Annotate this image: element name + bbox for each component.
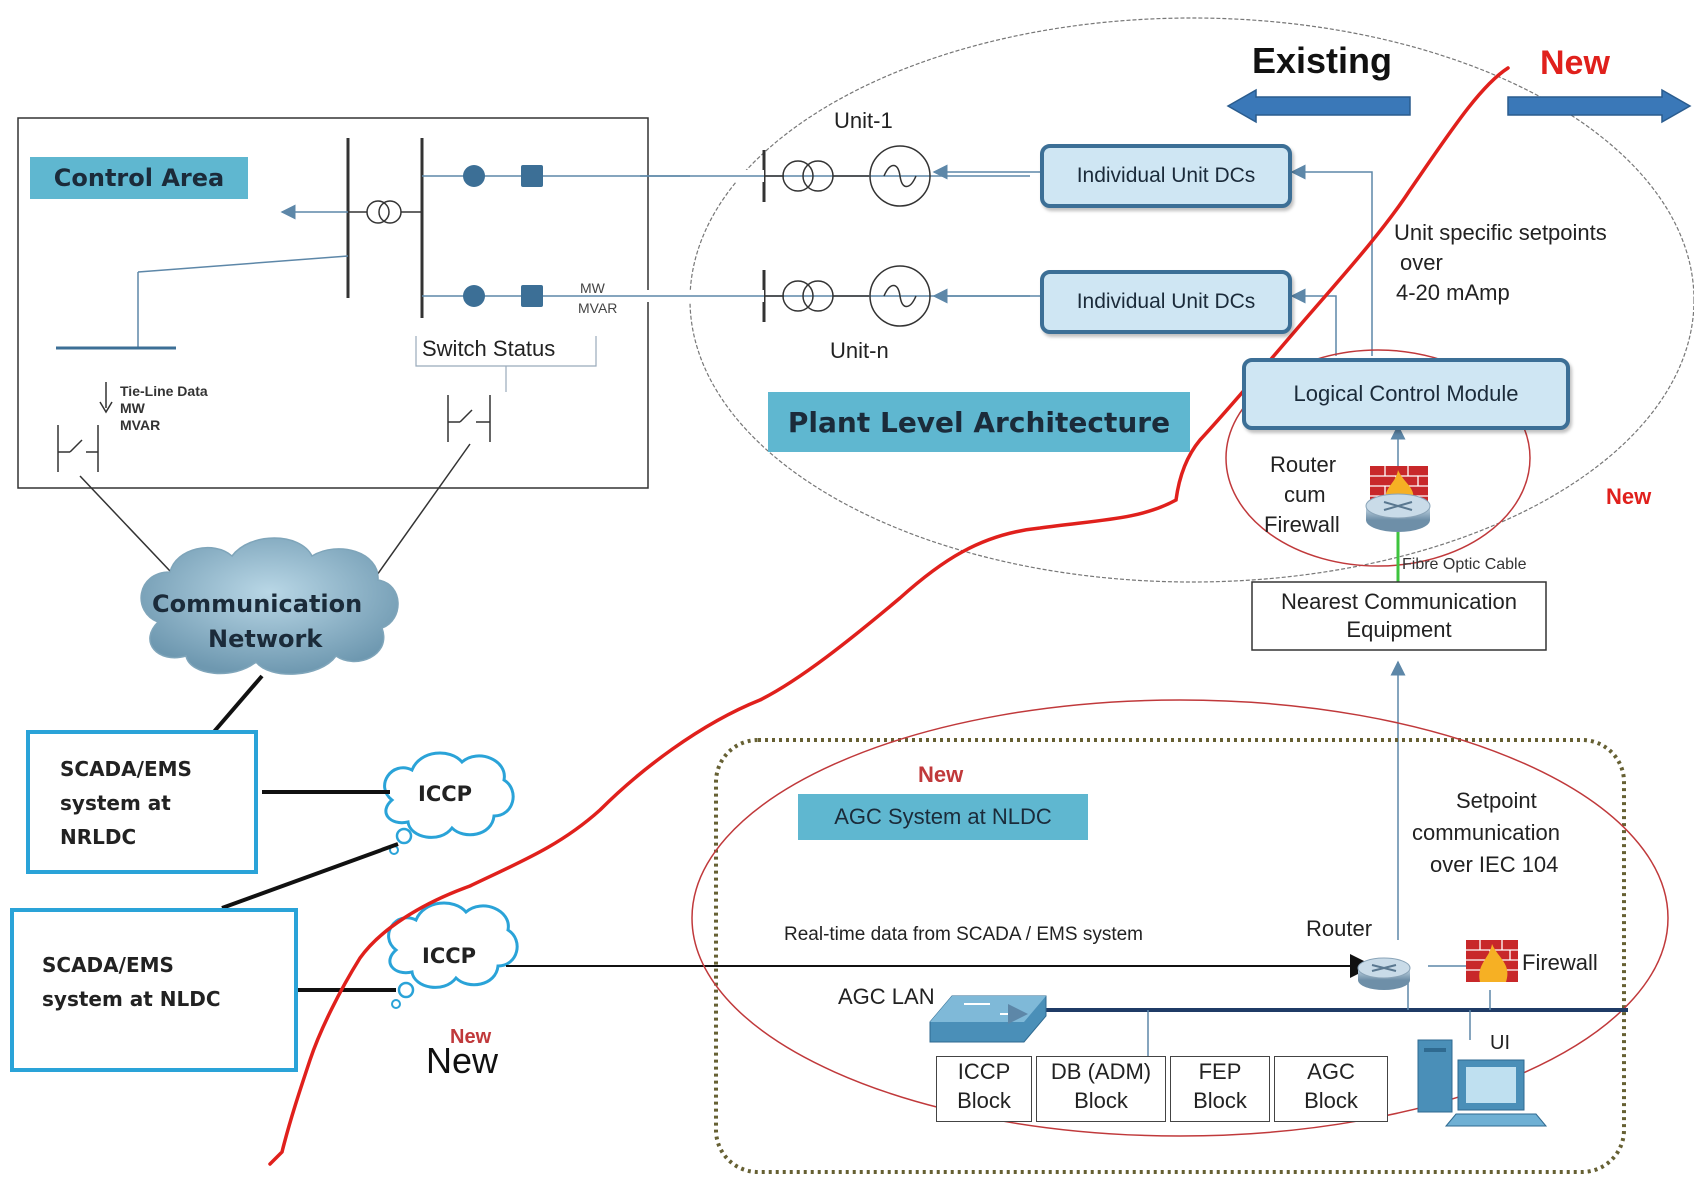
setpoint-comm-line3: over IEC 104 (1430, 852, 1559, 877)
mw-label: MW (580, 280, 605, 296)
router-icon (1357, 957, 1411, 990)
comm-equipment-line1: Nearest Communication (1281, 589, 1517, 614)
fibre-optic-label: Fibre Optic Cable (1402, 556, 1527, 573)
logical-control-module-box: Logical Control Module (1242, 358, 1570, 430)
scada-nldc-line2: system at NLDC (42, 987, 221, 1011)
iccp-label-nldc: ICCP (422, 944, 477, 968)
db-adm-block-top: DB (ADM) (1050, 1059, 1152, 1084)
scada-nrldc-box: SCADA/EMS system at NRLDC (26, 730, 258, 874)
db-adm-block-bottom: Block (1074, 1088, 1128, 1113)
existing-label: Existing (1252, 40, 1393, 81)
fep-block-bottom: Block (1193, 1088, 1247, 1113)
communication-network-label-1: Communication (152, 590, 363, 618)
router-firewall-line2: cum (1284, 482, 1326, 507)
agc-firewall-label: Firewall (1522, 950, 1598, 975)
setpoints-line1: Unit specific setpoints (1394, 220, 1607, 245)
lan-switch-icon (929, 996, 1046, 1043)
plant-level-title: Plant Level Architecture (768, 392, 1190, 452)
dcs-unitn-box: Individual Unit DCs (1040, 270, 1292, 334)
cloud-icon (140, 537, 399, 675)
scada-nrldc-line2: system at (60, 791, 171, 815)
setpoints-line2: over (1400, 250, 1443, 275)
ui-label: UI (1490, 1032, 1510, 1054)
iccp-block: ICCP Block (936, 1056, 1032, 1122)
comm-equipment-line2: Equipment (1346, 617, 1452, 642)
unit1-label: Unit-1 (834, 108, 893, 133)
scada-nldc-box: SCADA/EMS system at NLDC (10, 908, 298, 1072)
switch-icon (57, 425, 99, 472)
setpoint-comm-line2: communication (1412, 820, 1560, 845)
realtime-data-label: Real-time data from SCADA / EMS system (784, 924, 1143, 945)
agc-new-label: New (918, 762, 964, 787)
scada-nrldc-line1: SCADA/EMS (60, 757, 192, 781)
iccp-block-bottom: Block (957, 1088, 1011, 1113)
separation-curve (268, 66, 1510, 1166)
agc-router-label: Router (1306, 916, 1373, 941)
setpoint-comm-line1: Setpoint (1456, 788, 1537, 813)
iccp-block-top: ICCP (957, 1059, 1011, 1084)
router-icon (1365, 493, 1431, 532)
dcs-unit1-box: Individual Unit DCs (1040, 144, 1292, 208)
right-arrow-icon (1507, 88, 1692, 124)
tie-line-data-line2: MW (120, 400, 145, 416)
agc-block: AGC Block (1274, 1056, 1388, 1122)
tie-line-data-line3: MVAR (120, 417, 161, 433)
workstation-icon (1417, 1039, 1548, 1127)
tie-line-data-line1: Tie-Line Data (120, 383, 208, 399)
iccp-label-nrldc: ICCP (418, 782, 473, 806)
setpoints-line3: 4-20 mAmp (1396, 280, 1510, 305)
fep-block-top: FEP (1198, 1059, 1242, 1084)
scada-nldc-line1: SCADA/EMS (42, 953, 174, 977)
iccp-new-small-label: New (450, 1026, 492, 1048)
db-adm-block: DB (ADM) Block (1036, 1056, 1166, 1122)
new-header-label: New (1540, 44, 1610, 82)
scada-nrldc-line3: NRLDC (60, 825, 137, 849)
communication-network-label-2: Network (208, 625, 323, 653)
iccp-cloud-icon-nldc (387, 901, 519, 1009)
switch-status-label: Switch Status (422, 336, 556, 361)
left-arrow-icon (1226, 88, 1411, 124)
agc-lan-label: AGC LAN (838, 984, 935, 1009)
router-firewall-line3: Firewall (1264, 512, 1340, 537)
agc-block-bottom: Block (1304, 1088, 1358, 1113)
comm-equipment-box (1251, 581, 1547, 651)
fep-block: FEP Block (1170, 1056, 1270, 1122)
mvar-label: MVAR (578, 300, 618, 316)
switch-icon (447, 395, 491, 442)
agc-title: AGC System at NLDC (798, 794, 1088, 840)
iccp-new-large-label: New (426, 1040, 499, 1081)
plant-new-label: New (1606, 484, 1652, 509)
firewall-icon (1466, 940, 1518, 982)
agc-block-top: AGC (1307, 1059, 1355, 1084)
router-firewall-line1: Router (1270, 452, 1337, 477)
iccp-cloud-icon-nrldc (383, 751, 515, 855)
control-area-title: Control Area (30, 157, 248, 199)
agc-dotted-boundary (714, 738, 1626, 1174)
unitn-label: Unit-n (830, 338, 889, 363)
